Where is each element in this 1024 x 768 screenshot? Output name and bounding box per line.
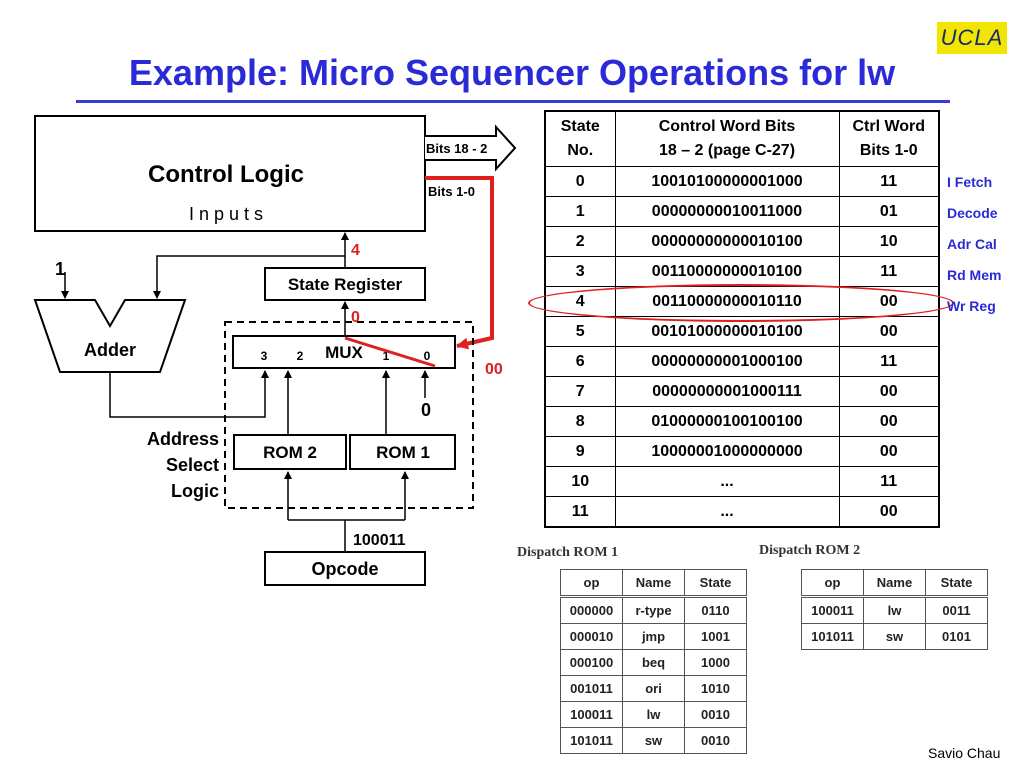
rom2-box — [233, 434, 347, 470]
address-select-dashed-box — [224, 321, 474, 509]
mux-constant-zero: 0 — [421, 400, 431, 420]
mux-input-3: 3 — [261, 349, 268, 363]
mux-output-annotation: 0 — [351, 309, 360, 326]
inputs-label: I n p u t s — [189, 204, 263, 224]
phase-label-wr-reg: Wr Reg — [947, 298, 996, 314]
adder-shape — [33, 299, 187, 373]
control-logic-box — [34, 115, 426, 232]
opcode-box — [264, 551, 426, 586]
mux-input-1: 1 — [383, 349, 390, 363]
bits-1-0-label: Bits 1-0 — [428, 184, 475, 199]
adder-one-input-label: 1 — [55, 259, 65, 279]
table-row: 10...11 — [544, 466, 940, 497]
rom1-box — [349, 434, 456, 470]
state-phase-labels: I Fetch Decode Adr Cal Rd Mem Wr Reg — [947, 172, 1001, 327]
mux-input-2: 2 — [297, 349, 304, 363]
bits-18-2-label: Bits 18 - 2 — [426, 141, 487, 156]
ucla-logo-text: UCLA — [940, 25, 1004, 50]
dispatch-rom1-caption: Dispatch ROM 1 — [517, 545, 619, 560]
state-register-box — [264, 267, 426, 301]
adder-label: Adder — [84, 340, 136, 360]
address-select-label-1: Address — [147, 429, 219, 449]
control-logic-label: Control Logic — [148, 161, 304, 188]
state-register-label: State Register — [288, 275, 403, 294]
title-underline — [76, 100, 950, 103]
ucla-logo: UCLA — [937, 22, 1007, 54]
mux-selected-path — [344, 336, 436, 368]
address-select-label-2: Select — [166, 455, 219, 475]
phase-label-adr-cal: Adr Cal — [947, 236, 997, 252]
state-value-annotation: 4 — [351, 242, 360, 259]
address-select-label-3: Logic — [171, 481, 219, 501]
bits-18-2-arrow — [425, 124, 517, 172]
bits-1-0-red-path — [425, 176, 494, 350]
table-row: 11...00 — [544, 496, 940, 528]
dispatch-rom2-caption: Dispatch ROM 2 — [759, 543, 861, 558]
mux-input-0: 0 — [424, 349, 431, 363]
opcode-label: Opcode — [311, 559, 378, 579]
ctrl-bits-annotation: 00 — [485, 361, 503, 378]
slide-title: Example: Micro Sequencer Operations for … — [128, 52, 896, 93]
author-credit: Savio Chau — [928, 745, 1001, 761]
phase-label-rd-mem: Rd Mem — [947, 267, 1002, 283]
phase-label-decode: Decode — [947, 205, 998, 221]
phase-label-ifetch: I Fetch — [947, 174, 993, 190]
rom2-label: ROM 2 — [263, 443, 317, 462]
mux-label: MUX — [325, 343, 363, 362]
rom1-label: ROM 1 — [376, 443, 430, 462]
opcode-value-label: 100011 — [353, 532, 406, 549]
mux-box — [232, 335, 456, 369]
